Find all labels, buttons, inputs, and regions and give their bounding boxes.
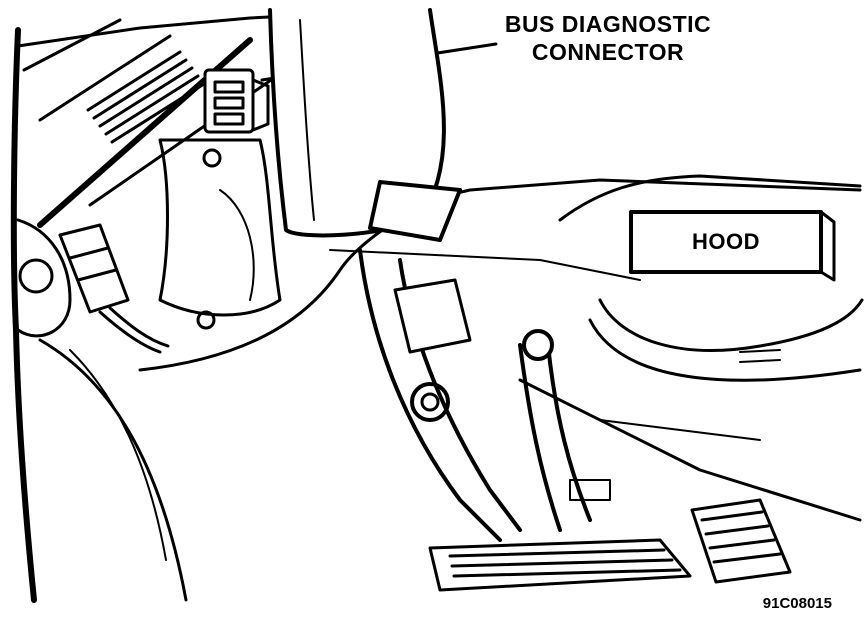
pivot-bolt [410, 382, 450, 422]
bus-connector [203, 68, 270, 134]
figure-id: 91C08015 [762, 595, 832, 612]
lower-trim [38, 338, 188, 602]
floor-line [518, 378, 862, 522]
pedal-pivot [393, 278, 472, 354]
door-edge [10, 27, 37, 603]
accel-arm-2 [546, 343, 592, 522]
lower-dash-sweep-2 [329, 249, 641, 281]
dash-vent-top [22, 18, 122, 72]
bracket-curve [219, 189, 255, 301]
hood-release-label: HOOD [692, 229, 760, 254]
lower-dash-sweep [138, 178, 862, 372]
wiring-harness-connector [58, 223, 170, 354]
hood-handle [629, 210, 823, 274]
column-shroud [268, 8, 446, 238]
bracket-bolt [202, 148, 222, 168]
accel-arm [518, 343, 562, 532]
vent-louvers [86, 50, 206, 144]
cable-rod-2 [88, 58, 302, 207]
callout-line-2: CONNECTOR [531, 39, 685, 65]
accel-pivot [522, 329, 554, 361]
right-vent-slots [739, 349, 781, 363]
hood-cable [598, 298, 864, 352]
hood-cable-2 [588, 318, 862, 382]
hood-handle-side [819, 210, 836, 282]
kick-fastener [18, 258, 54, 294]
center-bracket [158, 138, 282, 317]
floor-clip [569, 479, 611, 501]
pivot-bolt-inner [420, 392, 440, 412]
floor-line-2 [599, 419, 761, 441]
bus-diagnostic-connector-callout: BUS DIAGNOSTIC CONNECTOR [488, 10, 728, 66]
hood-bracket [558, 174, 862, 222]
bracket-bolt-2 [196, 310, 216, 330]
kick-panel [16, 218, 72, 338]
callout-line-1: BUS DIAGNOSTIC [504, 11, 712, 37]
pedal-wedge [368, 180, 462, 242]
brake-pedal-arm [358, 248, 502, 542]
brake-pedal-pad [428, 538, 692, 592]
dash-vent-bottom [38, 34, 172, 122]
lower-trim-inner [69, 349, 167, 561]
column-shroud-inner [299, 19, 315, 221]
accelerator-pedal-pad [690, 498, 792, 584]
